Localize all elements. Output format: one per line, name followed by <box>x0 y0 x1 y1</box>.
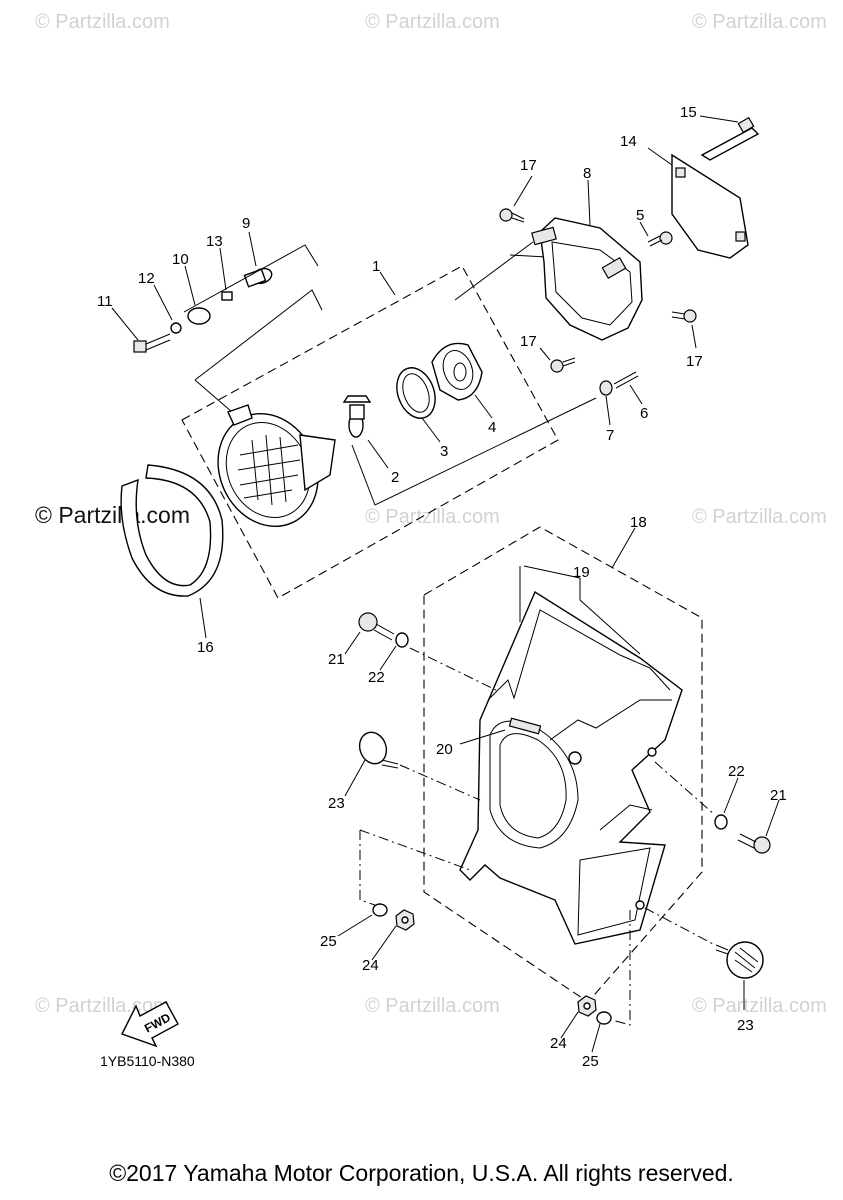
bulb-cover <box>431 342 483 401</box>
bolt-21-left <box>358 612 395 641</box>
callout-1: 1 <box>372 258 380 275</box>
headlight-rim <box>120 464 224 597</box>
leader-line <box>194 289 323 381</box>
callout-14: 14 <box>620 133 637 150</box>
collar-25-left <box>372 903 388 917</box>
bolt-11 <box>133 333 171 353</box>
callout-25: 25 <box>320 933 337 950</box>
collar-13 <box>221 291 233 301</box>
callout-24: 24 <box>550 1035 567 1052</box>
diagram-code: 1YB5110-N380 <box>100 1053 195 1069</box>
callout-23: 23 <box>328 795 345 812</box>
alignment-line <box>409 647 501 693</box>
callout-16: 16 <box>197 639 214 656</box>
callout-10: 10 <box>172 251 189 268</box>
damper-10 <box>187 307 211 325</box>
bracket-cover <box>671 153 749 259</box>
washer-12 <box>170 322 182 334</box>
bolt-17-center <box>550 357 576 373</box>
callout-15: 15 <box>680 104 697 121</box>
callout-17: 17 <box>520 157 537 174</box>
callout-8: 8 <box>583 165 591 182</box>
nut-24-left <box>395 909 415 931</box>
callout-7: 7 <box>606 427 614 444</box>
callout-11: 11 <box>97 293 113 310</box>
washer-22-left <box>395 632 409 648</box>
callout-2: 2 <box>391 469 399 486</box>
watermark: © Partzilla.com <box>35 11 170 33</box>
callout-leaders <box>111 115 780 1053</box>
alignment-line <box>359 830 376 906</box>
watermark: © Partzilla.com <box>692 11 827 33</box>
callout-23: 23 <box>737 1017 754 1034</box>
callout-9: 9 <box>242 215 250 232</box>
alignment-line <box>611 910 631 1026</box>
callout-21: 21 <box>770 787 787 804</box>
callout-3: 3 <box>440 443 448 460</box>
bulb <box>342 395 372 438</box>
damper-9 <box>243 267 273 288</box>
callout-25: 25 <box>582 1053 599 1070</box>
nut-24-right <box>577 995 597 1017</box>
cable-tie <box>700 127 760 161</box>
callout-6: 6 <box>640 405 648 422</box>
copyright-notice: ©2017 Yamaha Motor Corporation, U.S.A. A… <box>109 1160 734 1186</box>
collar-25-right <box>596 1011 612 1025</box>
screw-6 <box>599 371 639 396</box>
bolt-17-right <box>671 309 697 323</box>
headlight-cowl <box>459 590 683 945</box>
callout-12: 12 <box>138 270 155 287</box>
watermark: © Partzilla.com <box>692 506 827 528</box>
cowl-assembly-boundary <box>423 526 703 1003</box>
callout-22: 22 <box>728 763 745 780</box>
callout-22: 22 <box>368 669 385 686</box>
grommet-23-left <box>358 731 399 769</box>
watermark: © Partzilla.com <box>365 11 500 33</box>
leader-line <box>183 244 319 313</box>
bolt-5 <box>647 231 673 247</box>
bulb-ring <box>396 367 436 419</box>
alignment-line <box>654 761 716 816</box>
watermark: © Partzilla.com <box>365 995 500 1017</box>
watermark: © Partzilla.com <box>692 995 827 1017</box>
callout-18: 18 <box>630 514 647 531</box>
callout-24: 24 <box>362 957 379 974</box>
cable-tie-head <box>737 116 755 134</box>
callout-19: 19 <box>573 564 590 581</box>
callout-5: 5 <box>636 207 644 224</box>
watermark: © Partzilla.com <box>365 506 500 528</box>
callout-17: 17 <box>686 353 703 370</box>
alignment-line <box>644 907 716 946</box>
callout-21: 21 <box>328 651 345 668</box>
callout-17: 17 <box>520 333 537 350</box>
leader-line <box>194 379 233 413</box>
callout-4: 4 <box>488 419 496 436</box>
bolt-17-top <box>499 208 525 223</box>
alignment-line <box>359 829 471 871</box>
headlight-assembly-boundary <box>181 265 559 599</box>
bolt-21-right <box>737 833 771 854</box>
alignment-line <box>399 764 481 801</box>
washer-22-right <box>714 814 728 830</box>
headlight-bracket <box>531 217 643 341</box>
grommet-23-right <box>715 941 764 979</box>
callout-13: 13 <box>206 233 223 250</box>
emblem-20 <box>508 717 542 735</box>
headlight-lens <box>217 404 336 528</box>
leader-line <box>351 397 597 506</box>
callout-20: 20 <box>436 741 453 758</box>
leader-line <box>454 241 534 301</box>
watermark-main: © Partzilla.com <box>35 502 190 528</box>
